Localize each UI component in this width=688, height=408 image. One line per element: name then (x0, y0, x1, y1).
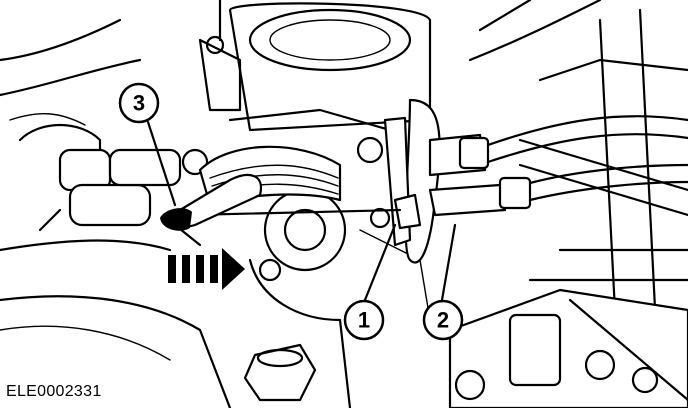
callout-3: 3 (118, 82, 160, 124)
callout-2: 2 (422, 299, 464, 341)
cable-bracket (383, 98, 441, 264)
figure-reference-code: ELE0002331 (6, 383, 102, 400)
callout-1: 1 (343, 299, 385, 341)
callout-1-label: 1 (358, 308, 370, 333)
dashed-direction-arrow-icon (168, 248, 245, 290)
leader-lines (146, 120, 457, 302)
speed-control-cable (428, 115, 688, 177)
accelerator-cable (188, 163, 688, 230)
callout-3-label: 3 (133, 91, 145, 116)
callout-2-label: 2 (437, 308, 449, 333)
throttle-quadrant (160, 145, 342, 247)
